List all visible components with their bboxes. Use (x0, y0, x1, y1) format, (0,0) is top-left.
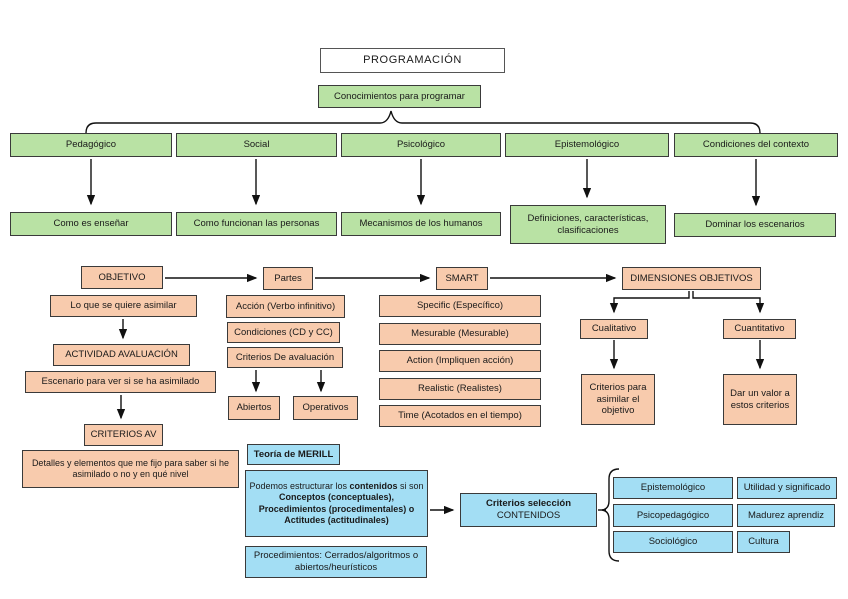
node-psicologico: Psicológico (341, 133, 501, 157)
node-escenario: Escenario para ver si se ha asimilado (25, 371, 216, 393)
node-cuantitativo: Cuantitativo (723, 319, 796, 339)
node-epistemologico: Epistemológico (505, 133, 669, 157)
node-condiciones: Condiciones (CD y CC) (227, 322, 340, 343)
node-criterios-avaluacion: Criterios De avaluación (227, 347, 343, 368)
node-operativos: Operativos (293, 396, 358, 420)
node-detalles: Detalles y elementos que me fijo para sa… (22, 450, 239, 488)
node-actividad-avaluacion: ACTIVIDAD AVALUACIÓN (53, 344, 190, 366)
node-crit-psicopedagogico: Psicopedagógico (613, 504, 733, 527)
node-abiertos: Abiertos (228, 396, 280, 420)
node-cuantitativo-desc: Dar un valor a estos criterios (723, 374, 797, 425)
node-merill-body: Podemos estructurar los contenidos si so… (245, 470, 428, 537)
criterios-seleccion-subtitle: CONTENIDOS (496, 510, 561, 521)
node-mecanismos: Mecanismos de los humanos (341, 212, 501, 236)
node-crit-utilidad: Utilidad y significado (737, 477, 837, 499)
node-dominar-escenarios: Dominar los escenarios (674, 213, 836, 237)
node-programacion: PROGRAMACIÓN (320, 48, 505, 73)
node-objetivo-def: Lo que se quiere asimilar (50, 295, 197, 317)
node-crit-cultura: Cultura (737, 531, 790, 553)
node-dimensiones: DIMENSIONES OBJETIVOS (622, 267, 761, 290)
merill-bold-tipos: Conceptos (conceptuales), Procedimientos… (258, 492, 415, 525)
node-smart: SMART (436, 267, 488, 290)
node-cualitativo-desc: Criterios para asimilar el objetivo (581, 374, 655, 425)
node-condiciones-contexto: Condiciones del contexto (674, 133, 838, 157)
node-smart-time: Time (Acotados en el tiempo) (379, 405, 541, 427)
node-procedimientos: Procedimientos: Cerrados/algoritmos o ab… (245, 546, 427, 578)
node-smart-specific: Specific (Específico) (379, 295, 541, 317)
node-objetivo: OBJETIVO (81, 266, 163, 289)
node-criterios-av: CRITERIOS AV (84, 424, 163, 446)
node-partes: Partes (263, 267, 313, 290)
merill-bold-contenidos: contenidos (349, 481, 398, 491)
node-como-funcionan: Como funcionan las personas (176, 212, 337, 236)
node-pedagogico: Pedagógico (10, 133, 172, 157)
node-smart-mesurable: Mesurable (Mesurable) (379, 323, 541, 345)
node-smart-action: Action (Impliquen acción) (379, 350, 541, 372)
node-teoria-merill: Teoría de MERILL (247, 444, 340, 465)
node-definiciones: Definiciones, características, clasifica… (510, 205, 666, 244)
merill-text-2: si son (397, 481, 424, 491)
node-social: Social (176, 133, 337, 157)
node-crit-madurez: Madurez aprendiz (737, 504, 835, 527)
brace-knowledge (85, 110, 761, 134)
merill-text: Podemos estructurar los (249, 481, 350, 491)
node-crit-sociologico: Sociológico (613, 531, 733, 553)
node-criterios-seleccion: Criterios selección CONTENIDOS (460, 493, 597, 527)
node-conocimientos: Conocimientos para programar (318, 85, 481, 108)
node-smart-realistic: Realistic (Realistes) (379, 378, 541, 400)
node-como-es-ensenar: Como es enseñar (10, 212, 172, 236)
criterios-seleccion-title: Criterios selección (485, 498, 571, 510)
node-cualitativo: Cualitativo (580, 319, 648, 339)
node-accion: Acción (Verbo infinitivo) (226, 295, 345, 318)
node-crit-epistemologico: Epistemológico (613, 477, 733, 499)
